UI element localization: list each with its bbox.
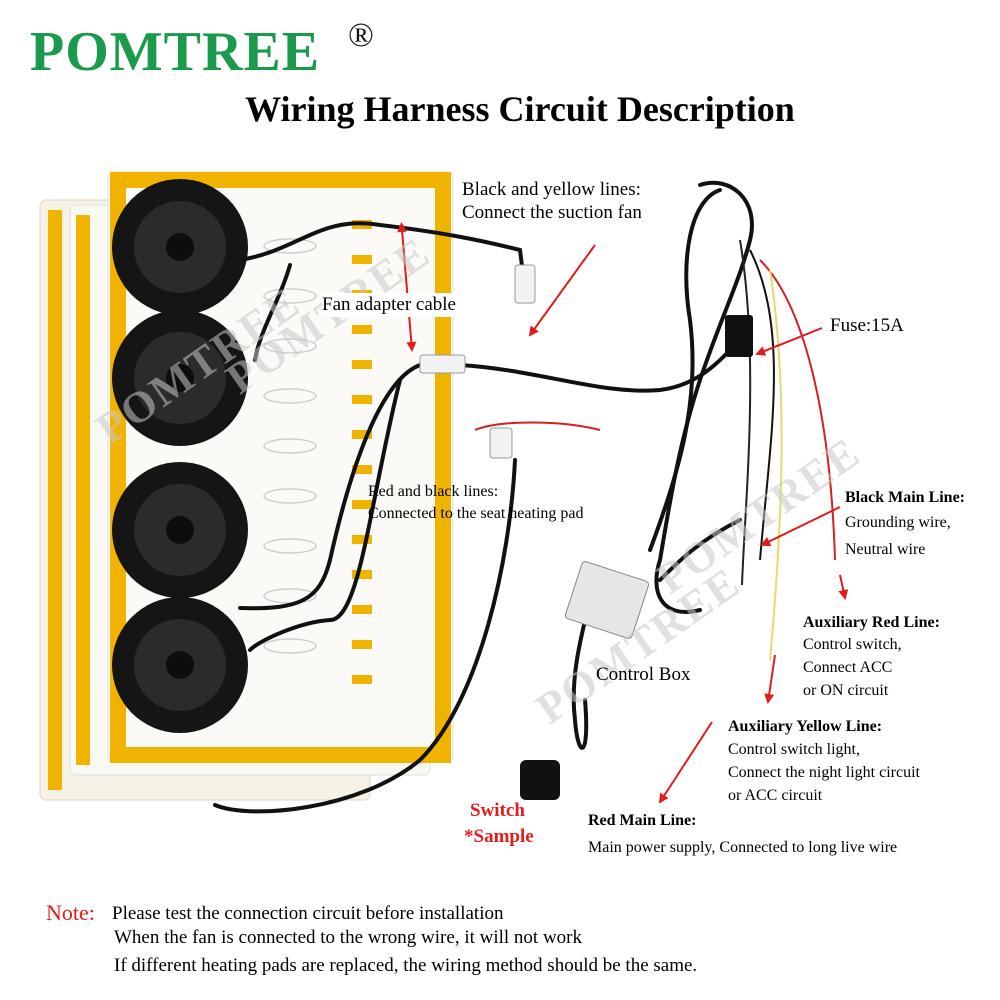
label-aux-red-desc2: Connect ACC [803,659,893,676]
fuse-holder [725,315,753,357]
label-aux-red-desc3: or ON circuit [803,682,889,699]
suction-fan-2 [112,310,248,446]
switch-sample [520,760,560,800]
label-black-main-desc2: Neutral wire [845,541,926,558]
page-title: Wiring Harness Circuit Description [245,89,795,129]
signal-wires [474,239,836,661]
label-red-black-desc: Connected to the seat heating pad [368,505,584,522]
label-red-main-title: Red Main Line: [588,812,697,829]
suction-fan-1 [112,179,248,315]
label-aux-yellow-title: Auxiliary Yellow Line: [728,718,883,735]
label-red-main-desc: Main power supply, Connected to long liv… [588,839,898,856]
label-control-box: Control Box [596,664,691,685]
label-fan-adapter: Fan adapter cable [322,293,456,317]
label-sample: *Sample [464,826,534,847]
label-black-yellow-desc: Connect the suction fan [462,202,642,223]
brand-logo: POMTREE [30,21,321,83]
suction-fan-4 [112,597,248,733]
label-aux-yellow-desc1: Control switch light, [728,741,860,758]
label-switch: Switch [470,800,525,821]
adapter-connector [419,354,466,374]
note-line-1: Please test the connection circuit befor… [112,903,504,924]
label-aux-yellow-desc3: or ACC circuit [728,787,823,804]
wire-harness [213,180,754,814]
control-box [564,561,650,639]
note-line-3: If different heating pads are replaced, … [114,955,698,976]
label-black-main-title: Black Main Line: [845,489,966,506]
label-aux-red-desc1: Control switch, [803,636,902,653]
label-black-main-desc1: Grounding wire, [845,514,951,531]
callout-arrows [397,222,849,804]
label-black-yellow-title: Black and yellow lines: [462,179,641,200]
fan-connector [514,264,536,304]
pad-connector [489,427,513,459]
label-aux-yellow-desc2: Connect the night light circuit [728,764,920,781]
suction-fan-3 [112,462,248,598]
label-fuse: Fuse:15A [830,315,904,336]
note-key: Note: [46,900,95,925]
label-switch-sample: Switch *Sample [464,798,534,850]
label-red-black-title: Red and black lines: [368,483,499,500]
registered-mark: ® [348,17,374,54]
note-line-2: When the fan is connected to the wrong w… [114,927,583,948]
label-aux-red-title: Auxiliary Red Line: [803,614,940,631]
